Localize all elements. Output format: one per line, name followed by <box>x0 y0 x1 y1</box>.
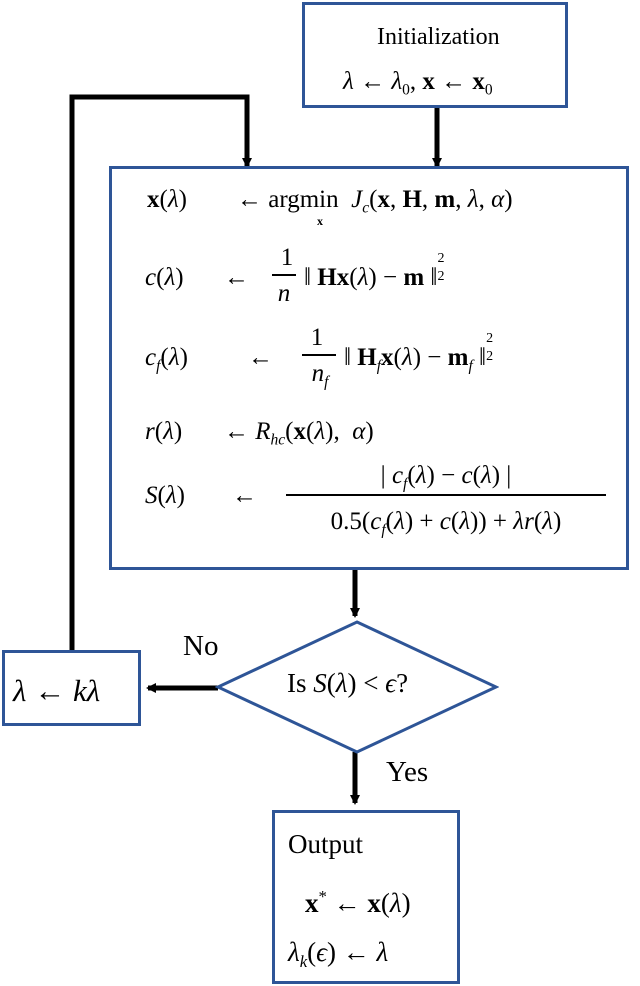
row2-arrow: ← <box>224 264 249 291</box>
row5-numerator: | cf(λ) − c(λ) | <box>380 462 512 493</box>
output-box: Output x* ← x(λ) λk(ϵ) ← λ <box>272 810 460 984</box>
row5-arrow: ← <box>232 482 257 509</box>
row1-rhs: ← argmin Jc(x, H, m, λ, α) <box>237 186 513 217</box>
row3-lhs: cf(λ) <box>145 344 188 375</box>
update-box: λ ← kλ <box>2 650 141 726</box>
row3-arrow: ← <box>248 344 273 371</box>
row4-rhs: ← Rhc(x(λ), α) <box>224 418 374 449</box>
output-line2: λk(ϵ) ← λ <box>288 937 389 971</box>
row2-frac: 1 <box>280 244 294 271</box>
row5-fracline <box>286 494 606 496</box>
row5-denominator: 0.5(cf(λ) + c(λ)) + λr(λ) <box>330 508 562 539</box>
row5-lhs: S(λ) <box>145 482 185 509</box>
init-formula: λ ← λ0, x ← x0 <box>343 68 493 99</box>
row2-fracline <box>272 274 296 276</box>
row1-lhs: x(λ) <box>147 186 187 213</box>
row3-frac-den: nf <box>311 360 329 391</box>
output-title: Output <box>288 829 364 859</box>
row1-argmin-subscript: x <box>317 214 323 228</box>
row4-lhs: r(λ) <box>145 418 183 445</box>
row3-frac: 1 <box>310 324 324 351</box>
row3-fracline <box>302 354 336 356</box>
row2-lhs: c(λ) <box>145 264 184 291</box>
row2-frac-den: n <box>277 280 291 307</box>
decision-text: Is S(λ) < ϵ? <box>287 668 409 698</box>
label-yes: Yes <box>386 756 429 788</box>
main-box: x(λ) ← argmin Jc(x, H, m, λ, α) x c(λ) ←… <box>109 166 629 570</box>
init-title: Initialization <box>377 24 500 50</box>
update-text: λ ← kλ <box>13 673 101 708</box>
init-box: Initialization λ ← λ0, x ← x0 <box>302 2 568 108</box>
output-line1: x* ← x(λ) <box>305 887 411 919</box>
label-no: No <box>183 630 219 662</box>
decision-diamond <box>215 620 499 754</box>
